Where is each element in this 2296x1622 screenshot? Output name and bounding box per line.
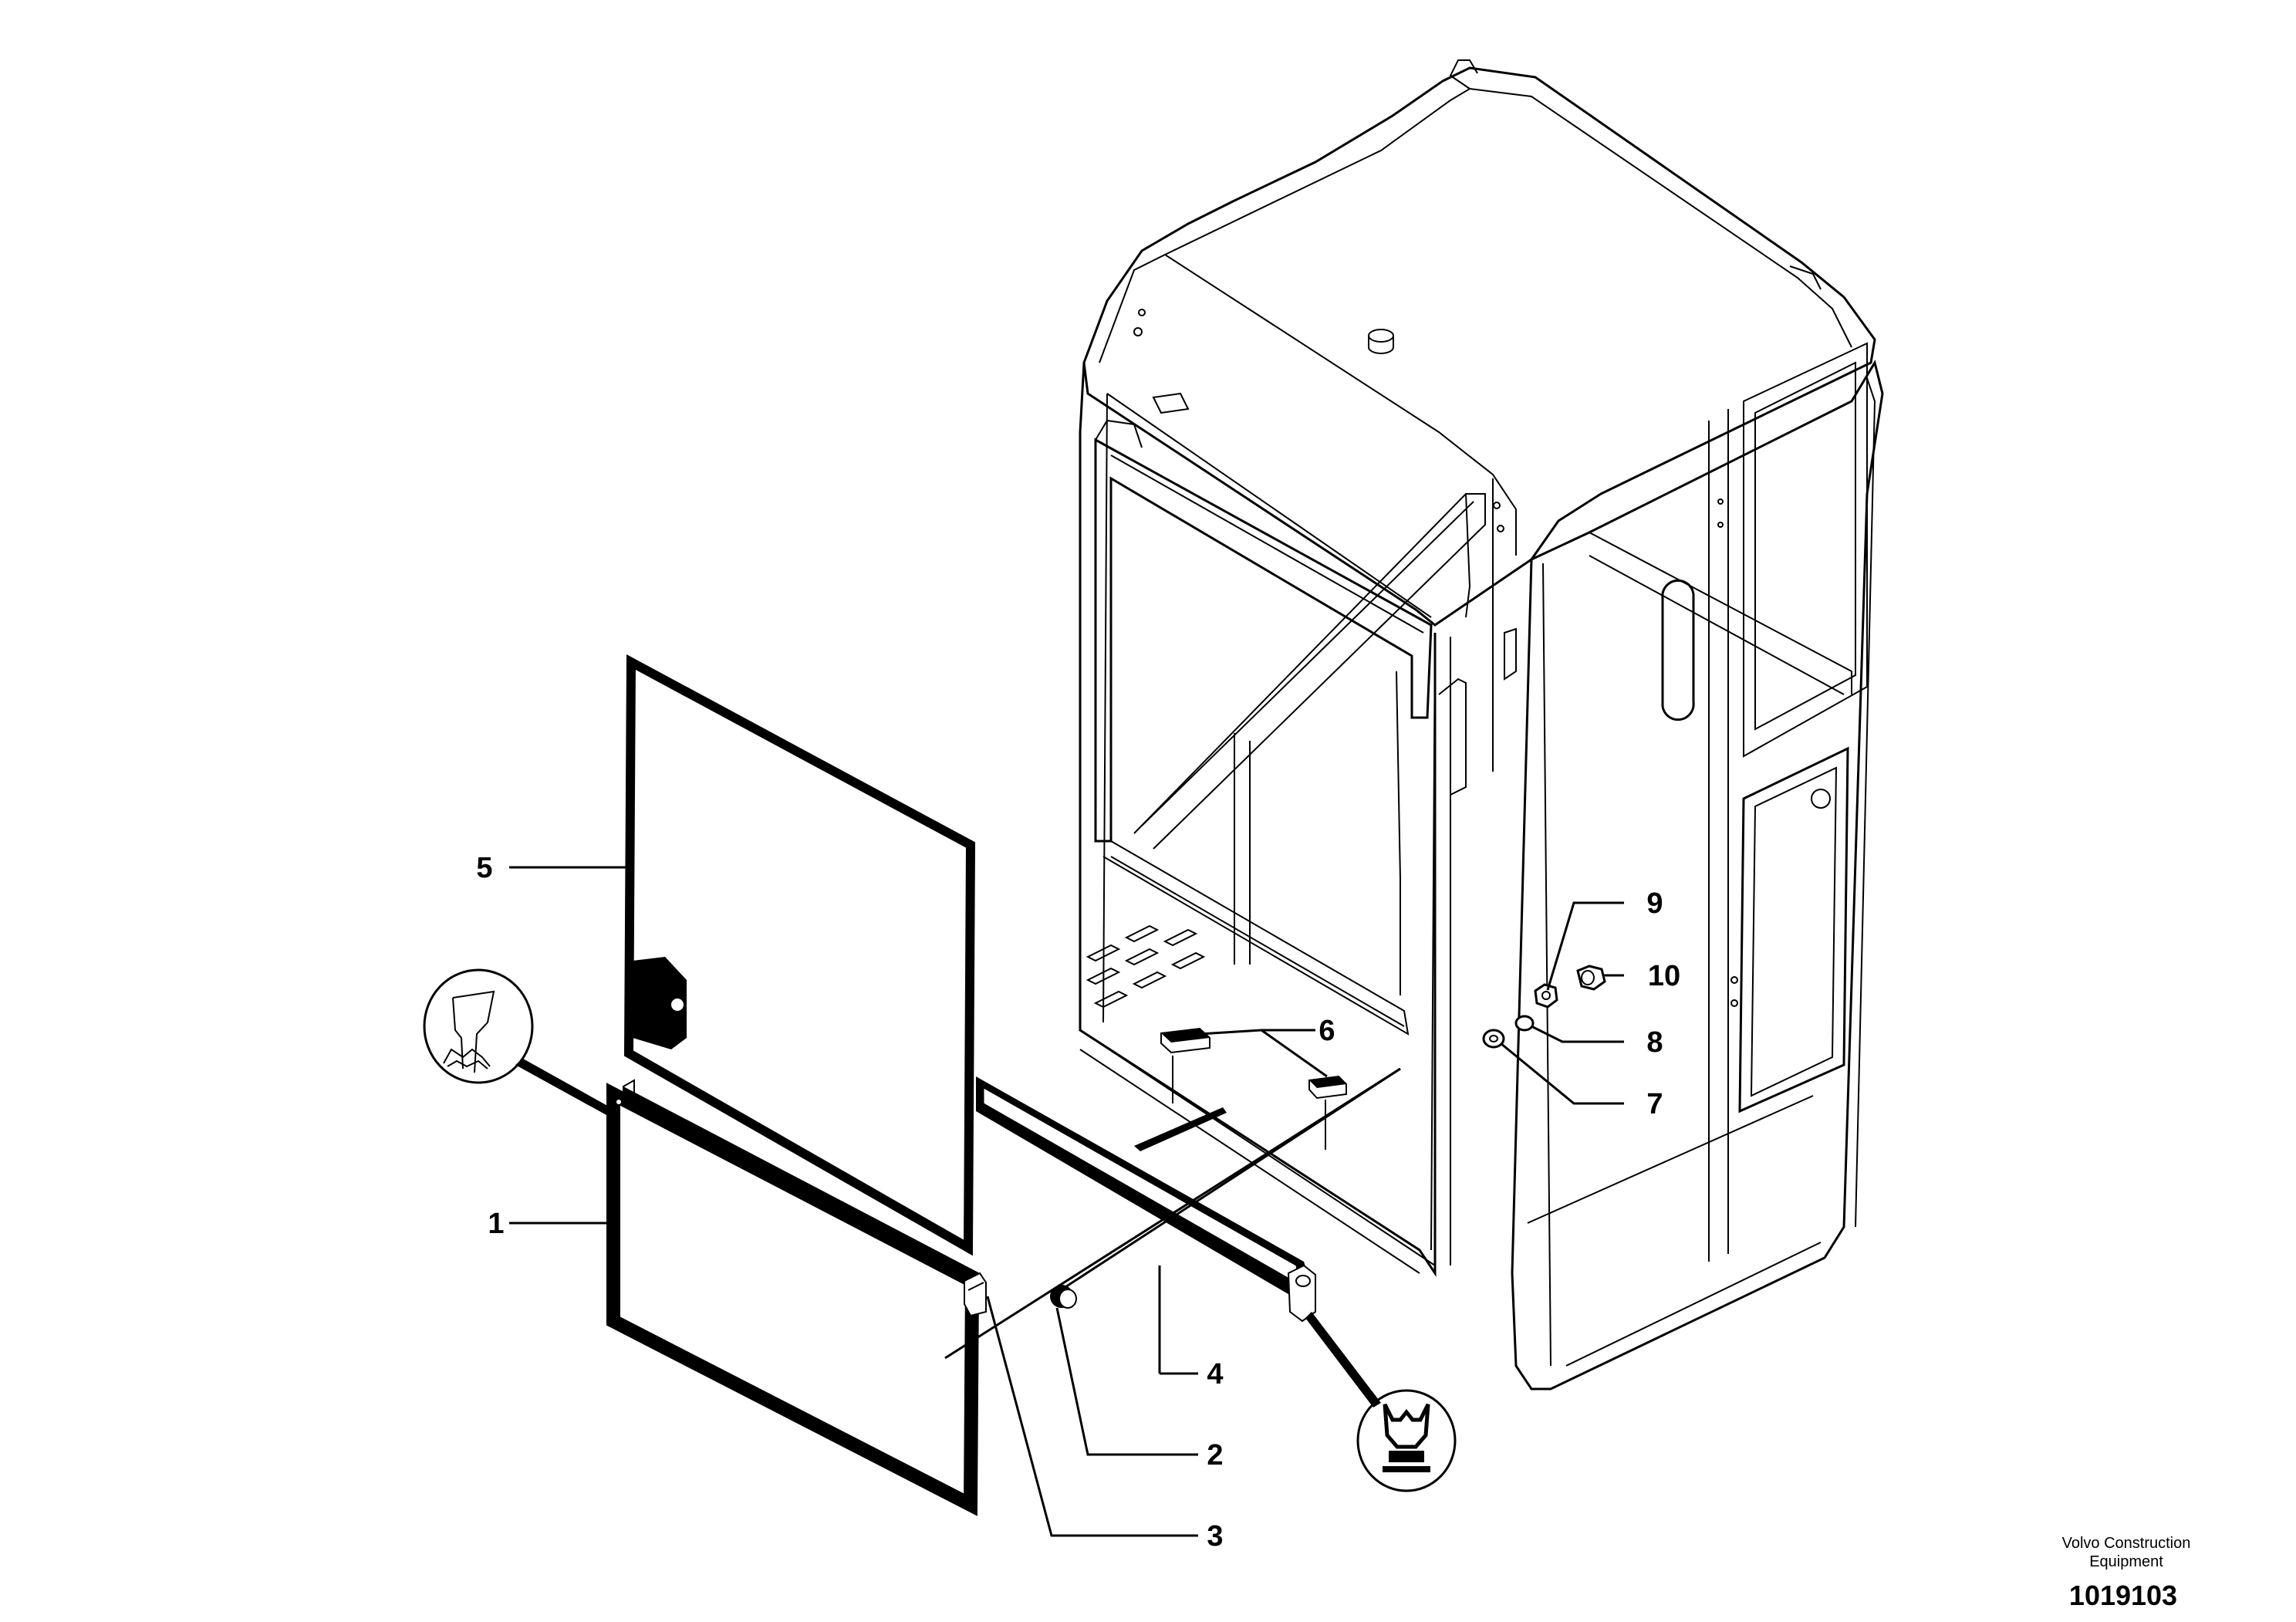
callout-4: 4: [1207, 1358, 1223, 1391]
vent-slots: [1086, 924, 1206, 1009]
lubricant-symbol-detail: [1305, 1312, 1457, 1492]
callout-2: 2: [1207, 1439, 1223, 1472]
callout-1: 1: [488, 1208, 504, 1240]
part-8-washer: [1514, 1015, 1535, 1032]
part-10-cap-nut: [1576, 965, 1606, 991]
callout-labels: 5 1 3 2 4 6 7 8 9 10: [476, 852, 1680, 1553]
callout-3: 3: [1207, 1520, 1223, 1553]
callout-8: 8: [1646, 1026, 1663, 1059]
cab-assembly: [1079, 59, 1884, 1391]
part-6-pads: [1160, 1027, 1347, 1150]
part-9-nut: [1534, 983, 1558, 1009]
drawing-footer: Volvo Construction Equipment 1019103: [2062, 1535, 2191, 1611]
brand-line-2: Equipment: [2089, 1553, 2163, 1570]
leader-lines: [509, 866, 1624, 1537]
callout-9: 9: [1646, 887, 1663, 920]
part-3-seal-strip: [623, 1079, 987, 1317]
callout-5: 5: [476, 852, 492, 884]
part-7-washer: [1482, 1029, 1505, 1049]
part-4-rubber-rail: [976, 1076, 1316, 1323]
seal-profile-detail: [423, 968, 617, 1119]
brand-line-1: Volvo Construction: [2062, 1535, 2191, 1552]
part-5-upper-glass: [623, 654, 976, 1256]
callout-7: 7: [1646, 1088, 1663, 1120]
part-2-grommet: [1050, 1285, 1077, 1309]
callout-6: 6: [1319, 1015, 1335, 1047]
drawing-number: 1019103: [2069, 1580, 2177, 1611]
callout-10: 10: [1648, 960, 1680, 992]
part-1-lower-glass: [606, 1083, 980, 1516]
